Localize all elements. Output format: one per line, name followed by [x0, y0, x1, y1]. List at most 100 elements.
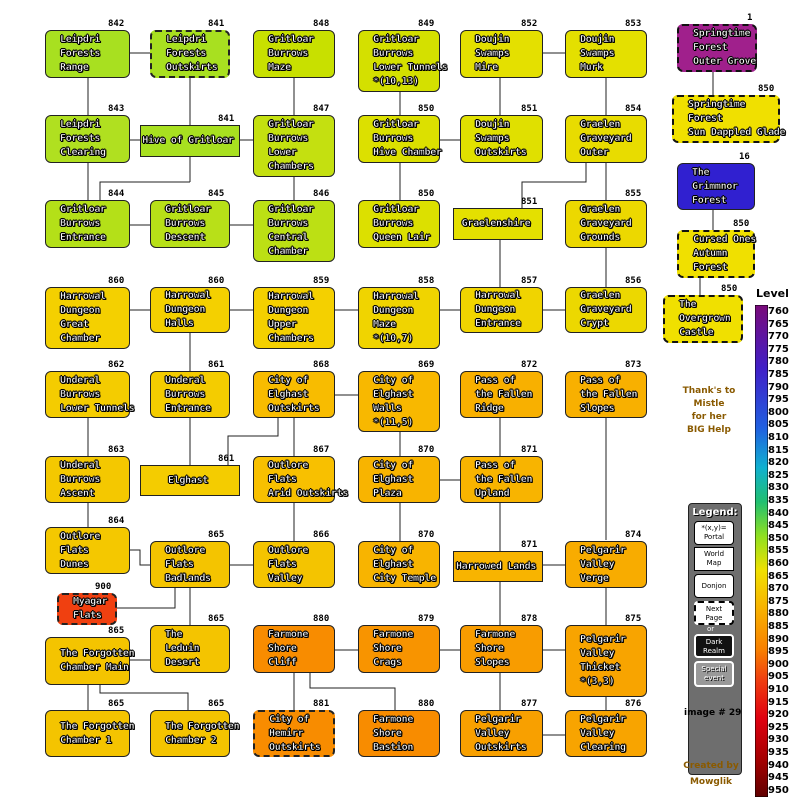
location-name-line: Upper — [268, 319, 297, 330]
location-level: 841 — [218, 114, 235, 124]
location-name-line: Myagar — [73, 596, 108, 607]
level-tick-label: 880 — [768, 608, 789, 620]
map-location-graelenshire[interactable]: Graelenshire — [453, 208, 543, 240]
location-name-line: Swamps — [475, 48, 510, 59]
location-level: 871 — [521, 445, 538, 455]
location-name-line: Harrowal — [60, 291, 106, 302]
location-level: 851 — [521, 104, 538, 114]
location-name-line: Pelgarir — [580, 544, 626, 556]
location-level: 865 — [208, 614, 225, 624]
location-name-line: Flats — [73, 610, 102, 621]
map-location-harrowed-lands[interactable]: Harrowed Lands — [453, 551, 543, 582]
location-name-line: Harrowed Lands — [455, 560, 537, 572]
level-tick-label: 905 — [768, 671, 789, 683]
level-tick-label: 940 — [768, 759, 789, 771]
legend-label: *(x,y)= Portal — [701, 524, 727, 541]
map-location-hive-of-gritloar[interactable]: Hive of Gritloar — [140, 125, 240, 157]
location-name-line: Flats — [268, 558, 297, 570]
location-name-line: Outskirts — [475, 147, 527, 158]
location-name-line: Outlore — [268, 459, 309, 471]
location-name-line: Graelen — [580, 204, 621, 215]
location-name-line: *(10,7) — [373, 333, 414, 344]
location-level: 872 — [521, 360, 538, 370]
location-name-line: Cliff — [268, 657, 297, 668]
level-tick-label: 920 — [768, 709, 789, 721]
location-name-line: Shore — [475, 643, 504, 654]
location-name-line: City Temple — [373, 572, 437, 584]
location-name-line: Outlore — [60, 530, 101, 542]
legend-label: Dark Realm — [703, 638, 725, 655]
location-name-line: Burrows — [268, 133, 309, 144]
location-name-line: Lower Tunnels — [60, 402, 135, 414]
location-name-line: Doujin — [580, 34, 615, 45]
location-name-line: Chambers — [268, 333, 314, 344]
location-level: 1 — [747, 13, 753, 23]
location-level: 853 — [625, 19, 642, 29]
level-tick-label: 805 — [768, 419, 789, 431]
location-level: 846 — [313, 189, 330, 199]
legend-dark-realm: Dark Realm — [694, 634, 734, 658]
location-name-line: Swamps — [475, 133, 510, 144]
location-name-line: Dungeon — [165, 304, 206, 315]
level-tick-label: 840 — [768, 507, 789, 519]
map-location-elghast[interactable]: Elghast — [140, 465, 240, 496]
location-name-line: Clearing — [580, 741, 626, 753]
location-name-line: Plaza — [373, 487, 402, 499]
